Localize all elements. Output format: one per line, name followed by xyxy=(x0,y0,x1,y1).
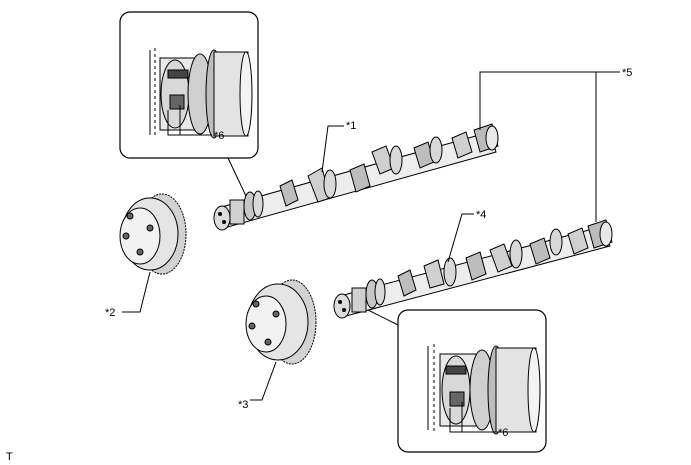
detail-inset-top: *6 xyxy=(119,11,259,197)
timing-gear-intake: *2 xyxy=(105,193,187,319)
callout-2: *2 xyxy=(105,307,115,319)
callout-5: *5 xyxy=(622,67,632,79)
callout-5-group: *5 xyxy=(479,67,632,222)
callout-4: *4 xyxy=(476,209,486,221)
detail-inset-bottom: *6 xyxy=(367,309,547,453)
corner-mark: T xyxy=(6,451,13,463)
timing-gear-exhaust: *3 xyxy=(238,279,317,411)
intake-camshaft: *1 xyxy=(213,120,499,231)
callout-6-top: *6 xyxy=(214,130,224,142)
callout-1: *1 xyxy=(346,120,356,132)
exhaust-camshaft: *4 xyxy=(333,209,613,319)
callout-6-bottom: *6 xyxy=(498,427,508,439)
callout-3: *3 xyxy=(238,399,248,411)
